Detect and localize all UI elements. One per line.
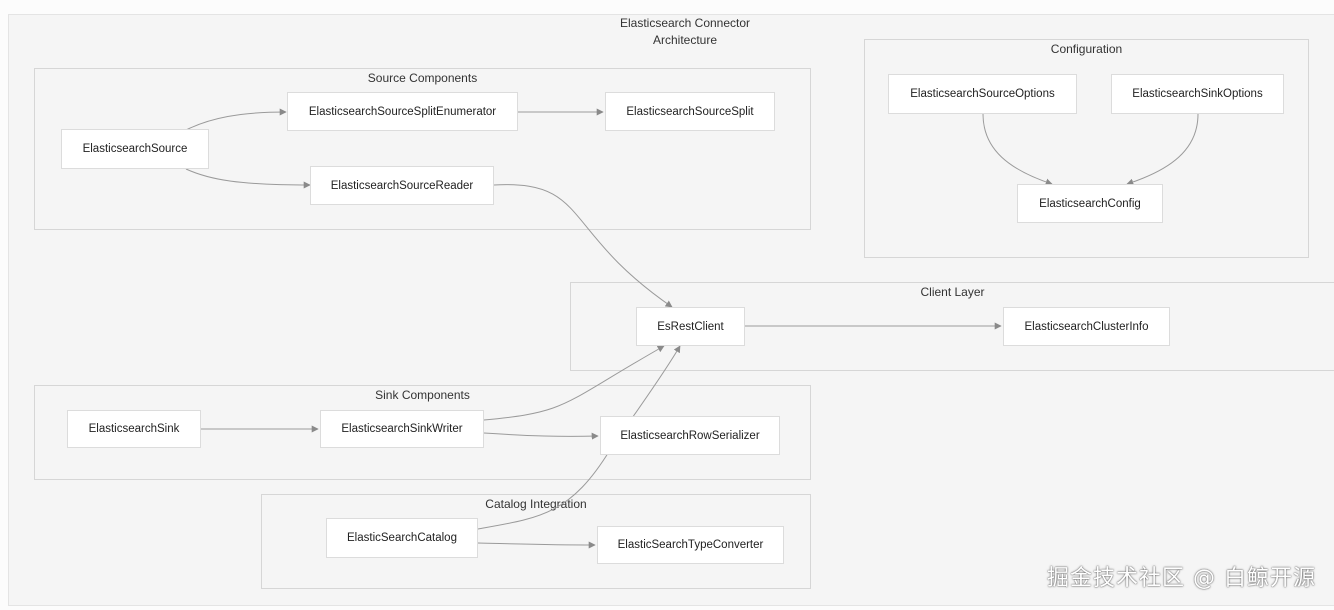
node-row-serializer[interactable]: ElasticsearchRowSerializer (600, 416, 780, 455)
group-label: Sink Components (375, 388, 470, 402)
node-sink-options[interactable]: ElasticsearchSinkOptions (1111, 74, 1284, 114)
node-type-converter[interactable]: ElasticSearchTypeConverter (597, 526, 784, 564)
node-es-catalog[interactable]: ElasticSearchCatalog (326, 518, 478, 558)
node-elasticsearch-source[interactable]: ElasticsearchSource (61, 129, 209, 169)
node-sink-writer[interactable]: ElasticsearchSinkWriter (320, 410, 484, 448)
node-source-options[interactable]: ElasticsearchSourceOptions (888, 74, 1077, 114)
node-elasticsearch-config[interactable]: ElasticsearchConfig (1017, 184, 1163, 223)
group-label: Client Layer (920, 285, 985, 299)
group-configuration: Configuration (864, 39, 1309, 258)
node-source-reader[interactable]: ElasticsearchSourceReader (310, 166, 494, 205)
watermark-text: 掘金技术社区 @ 白鲸开源 (1047, 566, 1316, 591)
node-es-rest-client[interactable]: EsRestClient (636, 307, 745, 346)
group-label: Source Components (367, 71, 478, 85)
node-source-split-enumerator[interactable]: ElasticsearchSourceSplitEnumerator (287, 92, 518, 131)
node-elasticsearch-sink[interactable]: ElasticsearchSink (67, 410, 201, 448)
group-label: Catalog Integration (485, 497, 587, 511)
diagram-title: Elasticsearch Connector Architecture (619, 16, 751, 47)
node-cluster-info[interactable]: ElasticsearchClusterInfo (1003, 307, 1170, 346)
node-source-split[interactable]: ElasticsearchSourceSplit (605, 92, 775, 131)
group-client-layer: Client Layer (570, 282, 1334, 371)
group-label: Configuration (1050, 42, 1123, 56)
